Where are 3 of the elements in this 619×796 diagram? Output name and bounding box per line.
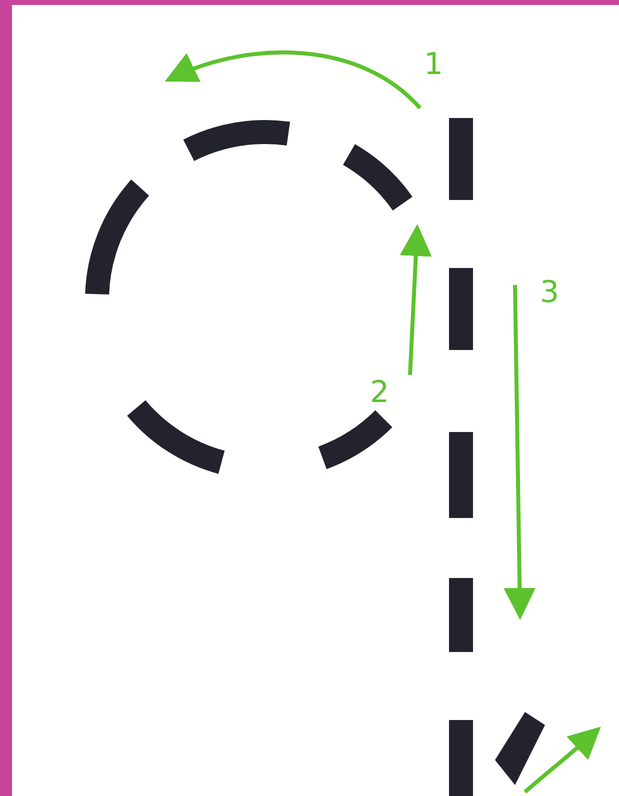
step-number: 1 (424, 50, 444, 80)
step-number: 3 (540, 278, 560, 308)
step-number: 2 (370, 378, 390, 408)
